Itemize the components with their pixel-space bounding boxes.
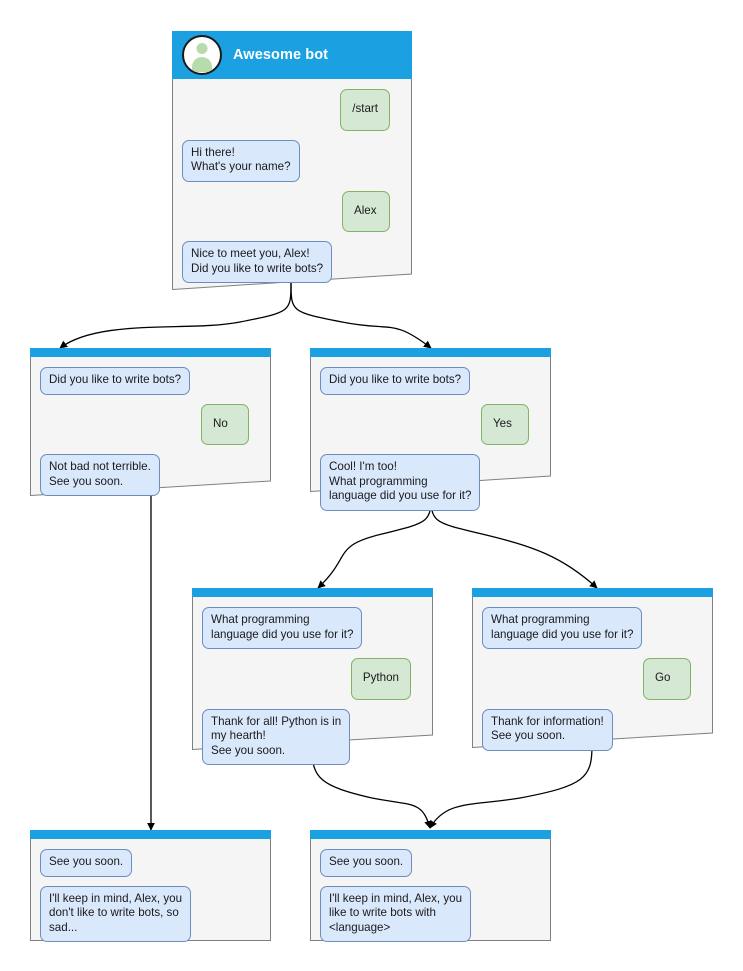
message-row: Alex [182, 190, 402, 232]
bot-message-bubble: I'll keep in mind, Alex, you like to wri… [320, 885, 472, 942]
node-no-branch-header [30, 348, 271, 357]
message-row: Python [202, 658, 423, 700]
message-row: Thank for all! Python is in my hearth! S… [202, 708, 423, 765]
node-root-chat: /start Hi there! What's your name? Alex … [172, 79, 412, 292]
message-row: See you soon. [40, 849, 261, 877]
node-go-branch[interactable]: What programming language did you use fo… [472, 588, 713, 751]
user-message-bubble: Yes [481, 403, 529, 445]
bot-message-bubble: Thank for information! See you soon. [482, 708, 613, 751]
message-row: What programming language did you use fo… [482, 607, 703, 649]
bot-message-bubble: Not bad not terrible. See you soon. [40, 454, 160, 496]
node-python-branch-header [192, 588, 433, 597]
message-row: What programming language did you use fo… [202, 607, 423, 649]
node-end-sad-chat: See you soon. I'll keep in mind, Alex, y… [30, 839, 271, 951]
message-row: I'll keep in mind, Alex, you like to wri… [320, 885, 541, 942]
node-no-branch[interactable]: Did you like to write bots? No Not bad n… [30, 348, 271, 496]
node-end-happy[interactable]: See you soon. I'll keep in mind, Alex, y… [310, 830, 551, 942]
message-row: No [40, 403, 261, 445]
node-yes-branch-chat: Did you like to write bots? Yes Cool! I'… [310, 357, 551, 520]
message-row: Yes [320, 403, 541, 445]
message-row: Nice to meet you, Alex! Did you like to … [182, 241, 402, 283]
user-message-bubble: Python [350, 658, 411, 700]
bot-message-bubble: Did you like to write bots? [320, 367, 471, 395]
message-row: Cool! I'm too! What programming language… [320, 454, 541, 511]
message-row: Go [482, 658, 703, 700]
node-end-happy-chat: See you soon. I'll keep in mind, Alex, y… [310, 839, 551, 951]
person-avatar-icon [182, 35, 222, 75]
node-no-branch-chat: Did you like to write bots? No Not bad n… [30, 357, 271, 505]
node-yes-branch-header [310, 348, 551, 357]
user-message-bubble: No [201, 403, 249, 445]
node-end-happy-header [310, 830, 551, 839]
node-yes-branch[interactable]: Did you like to write bots? Yes Cool! I'… [310, 348, 551, 511]
node-root[interactable]: Awesome bot /start Hi there! What's your… [172, 31, 412, 290]
bot-message-bubble: Did you like to write bots? [40, 367, 191, 395]
bot-message-bubble: Thank for all! Python is in my hearth! S… [202, 708, 351, 765]
message-row: Thank for information! See you soon. [482, 708, 703, 751]
message-row: I'll keep in mind, Alex, you don't like … [40, 885, 261, 942]
bot-title: Awesome bot [233, 47, 329, 63]
message-row: Hi there! What's your name? [182, 139, 402, 182]
bot-message-bubble: Hi there! What's your name? [182, 139, 300, 182]
node-root-header: Awesome bot [172, 31, 412, 79]
node-python-branch-chat: What programming language did you use fo… [192, 597, 433, 774]
message-row: See you soon. [320, 849, 541, 877]
bot-message-bubble: Cool! I'm too! What programming language… [320, 454, 481, 511]
bot-message-bubble: I'll keep in mind, Alex, you don't like … [40, 885, 192, 942]
bot-message-bubble: What programming language did you use fo… [482, 607, 643, 649]
user-message-bubble: /start [340, 89, 390, 131]
bot-message-bubble: What programming language did you use fo… [202, 607, 363, 649]
user-message-bubble: Alex [342, 190, 390, 232]
bot-message-bubble: Nice to meet you, Alex! Did you like to … [182, 241, 333, 283]
bot-message-bubble: See you soon. [40, 849, 133, 877]
user-message-bubble: Go [643, 658, 691, 700]
message-row: Did you like to write bots? [320, 367, 541, 395]
message-row: Did you like to write bots? [40, 367, 261, 395]
bot-message-bubble: See you soon. [320, 849, 413, 877]
node-go-branch-header [472, 588, 713, 597]
node-go-branch-chat: What programming language did you use fo… [472, 597, 713, 760]
node-end-sad-header [30, 830, 271, 839]
node-end-sad[interactable]: See you soon. I'll keep in mind, Alex, y… [30, 830, 271, 942]
node-python-branch[interactable]: What programming language did you use fo… [192, 588, 433, 765]
message-row: /start [182, 89, 402, 131]
message-row: Not bad not terrible. See you soon. [40, 454, 261, 496]
